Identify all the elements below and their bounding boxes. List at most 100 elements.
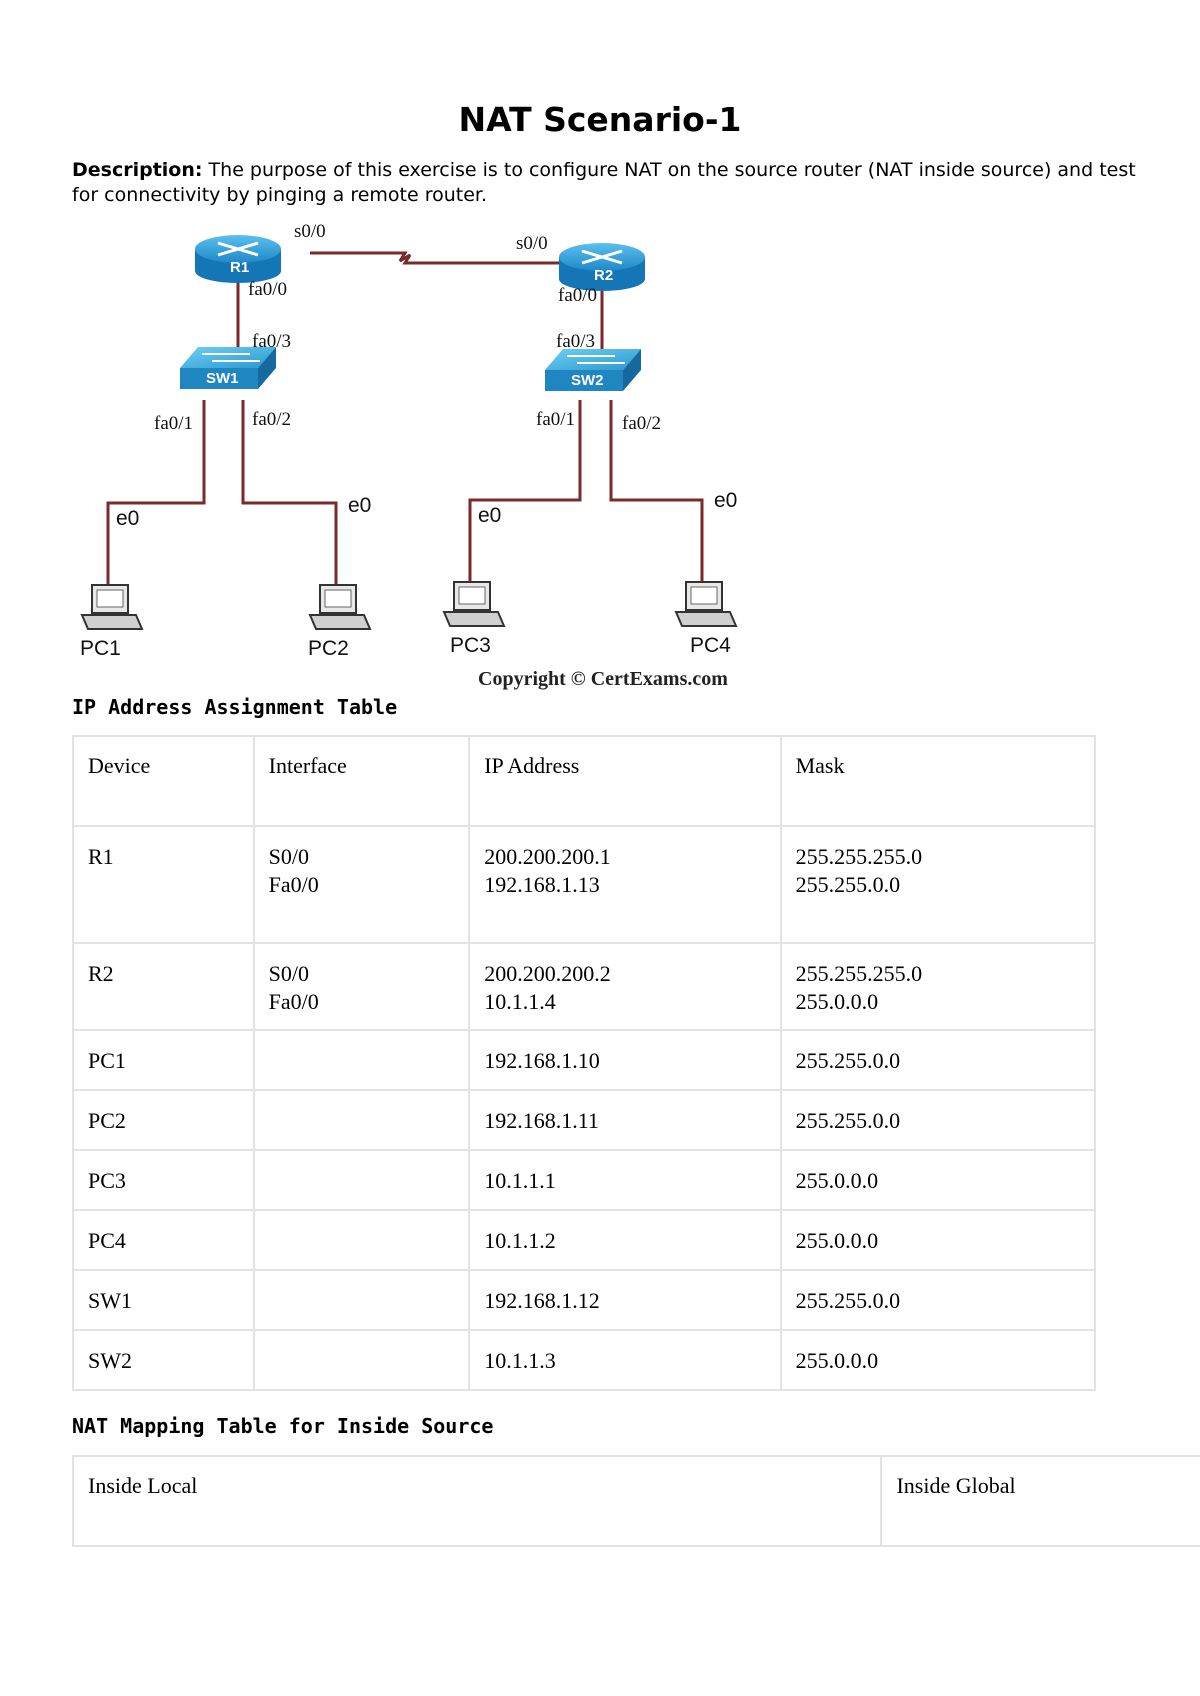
router-r2: R2	[559, 243, 645, 291]
ip-cell: 10.1.1.3	[484, 1348, 556, 1373]
table-row: SW1 192.168.1.12 255.255.0.0	[72, 1269, 1097, 1331]
header-inside-local: Inside Local	[71, 1455, 883, 1547]
sw1-pc2-link	[241, 400, 338, 593]
table-header-row: Inside Local Inside Global	[71, 1455, 1200, 1547]
pc2-icon	[308, 584, 372, 630]
copyright-label: Copyright © CertExams.com	[478, 668, 728, 690]
mask-cell: 255.255.0.0	[795, 1288, 901, 1313]
mask-cell: 255.255.0.0	[795, 1108, 901, 1133]
interface-cell	[252, 1269, 471, 1331]
sw1-pc1-link	[106, 400, 206, 593]
table-row: SW2 10.1.1.3 255.0.0.0	[72, 1329, 1097, 1391]
pc3-e0-label: e0	[478, 504, 501, 527]
ip-cell: 10.1.1.1	[484, 1168, 556, 1193]
interface-cell	[252, 1329, 471, 1391]
device-cell: PC3	[88, 1168, 126, 1193]
pc3-icon	[442, 581, 506, 627]
r1-s00-label: s0/0	[294, 221, 326, 242]
ip-table-heading: IP Address Assignment Table	[72, 695, 398, 719]
description: Description: The purpose of this exercis…	[72, 158, 1152, 208]
interface-cell	[252, 1209, 471, 1271]
device-cell: PC2	[88, 1108, 126, 1133]
serial-link	[310, 251, 565, 265]
pc2-label: PC2	[308, 637, 349, 660]
pc2-e0-label: e0	[348, 494, 371, 517]
r2-fa00-label: fa0/0	[558, 285, 597, 306]
ip-address-table: Device Interface IP Address Mask R1 S0/0…	[72, 735, 1097, 1391]
router-r1-label: R1	[230, 259, 249, 276]
sw1-fa01-label: fa0/1	[154, 413, 193, 434]
mask-cell: 255.255.255.0	[795, 844, 923, 869]
links	[106, 251, 704, 593]
sw2-pc3-link	[468, 400, 582, 590]
interface-cell	[252, 1149, 471, 1211]
pc4-label: PC4	[690, 634, 731, 657]
mask-cell: 255.0.0.0	[795, 989, 879, 1014]
ip-cell: 192.168.1.10	[484, 1048, 600, 1073]
header-device: Device	[72, 735, 255, 827]
switch-sw1: SW1	[180, 347, 276, 389]
table-row: PC3 10.1.1.1 255.0.0.0	[72, 1149, 1097, 1211]
sw1-fa02-label: fa0/2	[252, 409, 291, 430]
r1-fa00-label: fa0/0	[248, 279, 287, 300]
table-row: PC1 192.168.1.10 255.255.0.0	[72, 1029, 1097, 1091]
description-label: Description:	[72, 159, 203, 181]
network-topology-diagram: R1 R2 SW1 SW2	[80, 221, 738, 690]
header-mask: Mask	[779, 735, 1097, 827]
mask-cell: 255.0.0.0	[795, 1348, 879, 1373]
mask-cell: 255.0.0.0	[795, 1168, 879, 1193]
device-cell: R1	[88, 844, 114, 869]
pc1-icon	[80, 584, 144, 630]
interface-cell: S0/0	[268, 844, 309, 869]
header-inside-global: Inside Global	[880, 1455, 1200, 1547]
ip-cell: 200.200.200.1	[484, 844, 611, 869]
router-r1: R1	[195, 235, 281, 283]
pc4-e0-label: e0	[714, 489, 737, 512]
sw1-fa03-label: fa0/3	[252, 331, 291, 352]
page-title: NAT Scenario-1	[458, 100, 742, 139]
ip-cell: 192.168.1.13	[484, 872, 600, 897]
device-cell: R2	[88, 961, 114, 986]
mask-cell: 255.255.255.0	[795, 961, 923, 986]
ip-cell: 10.1.1.2	[484, 1228, 556, 1253]
header-ip-address: IP Address	[468, 735, 782, 827]
ip-cell: 192.168.1.11	[484, 1108, 599, 1133]
interface-cell: Fa0/0	[268, 872, 319, 897]
pc4-icon	[674, 581, 738, 627]
nat-mapping-table: Inside Local Inside Global	[71, 1455, 1200, 1547]
pc3-label: PC3	[450, 634, 491, 657]
mask-cell: 255.255.0.0	[795, 1048, 901, 1073]
table-header-row: Device Interface IP Address Mask	[72, 735, 1097, 827]
device-cell: SW1	[88, 1288, 132, 1313]
switch-sw1-label: SW1	[206, 370, 239, 387]
interface-cell: Fa0/0	[268, 989, 319, 1014]
interface-cell	[252, 1089, 471, 1151]
sw2-fa02-label: fa0/2	[622, 413, 661, 434]
table-row: PC4 10.1.1.2 255.0.0.0	[72, 1209, 1097, 1271]
sw2-fa03-label: fa0/3	[556, 331, 595, 352]
pc1-e0-label: e0	[116, 507, 139, 530]
switch-sw2: SW2	[545, 349, 641, 391]
device-cell: SW2	[88, 1348, 132, 1373]
ip-cell: 200.200.200.2	[484, 961, 611, 986]
header-interface: Interface	[252, 735, 471, 827]
device-cell: PC1	[88, 1048, 126, 1073]
interface-cell	[252, 1029, 471, 1091]
table-row: PC2 192.168.1.11 255.255.0.0	[72, 1089, 1097, 1151]
r2-s00-label: s0/0	[516, 233, 548, 254]
mask-cell: 255.0.0.0	[795, 1228, 879, 1253]
description-text: The purpose of this exercise is to confi…	[72, 159, 1136, 206]
ip-cell: 192.168.1.12	[484, 1288, 600, 1313]
mask-cell: 255.255.0.0	[795, 872, 901, 897]
sw2-fa01-label: fa0/1	[536, 409, 575, 430]
pc1-label: PC1	[80, 637, 121, 660]
ip-cell: 10.1.1.4	[484, 989, 556, 1014]
interface-cell: S0/0	[268, 961, 309, 986]
switch-sw2-label: SW2	[571, 372, 604, 389]
sw2-pc4-link	[609, 400, 704, 590]
router-r2-label: R2	[594, 267, 613, 284]
device-cell: PC4	[88, 1228, 126, 1253]
nat-table-heading: NAT Mapping Table for Inside Source	[72, 1414, 494, 1438]
